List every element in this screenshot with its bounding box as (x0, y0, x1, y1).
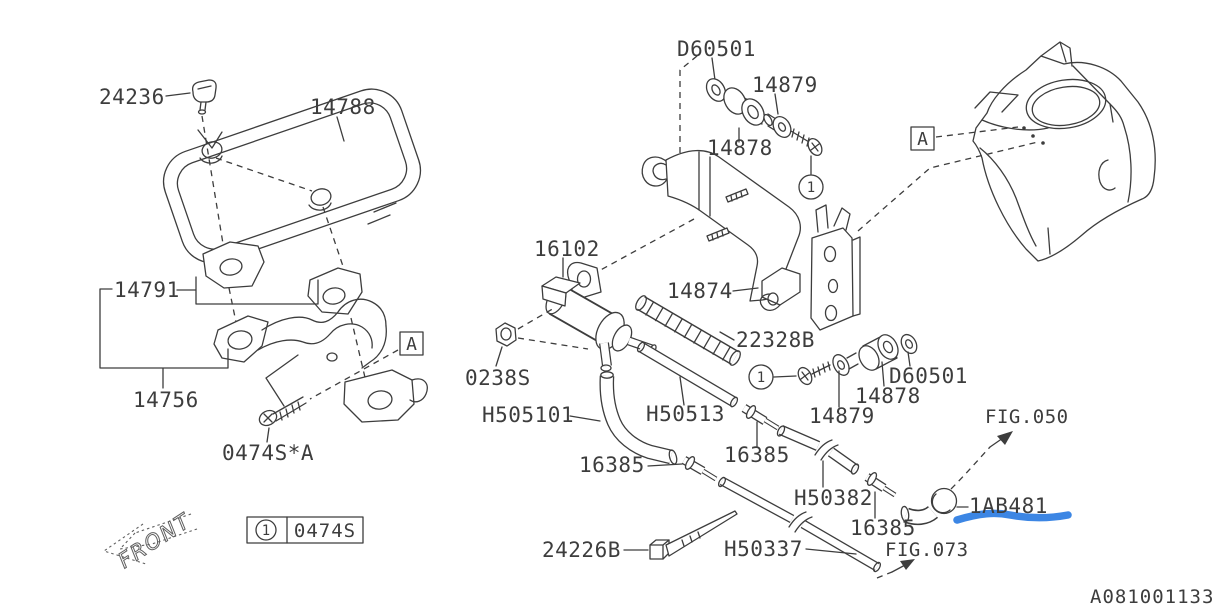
top-fastener-stack: 1 (679, 55, 824, 200)
part-label-0474sa[interactable]: 0474S*A (222, 441, 314, 465)
part-label-d60501-top[interactable]: D60501 (677, 37, 756, 61)
part-label-22328b[interactable]: 22328B (736, 328, 815, 352)
legend-part-number[interactable]: 0474S (294, 520, 356, 542)
part-label-14878-top[interactable]: 14878 (707, 136, 773, 160)
part-label-14874[interactable]: 14874 (667, 279, 733, 303)
cable-tie-drawing (649, 510, 738, 560)
part-label-h505101[interactable]: H505101 (482, 403, 574, 427)
section-marker-a-right-label: A (917, 129, 928, 150)
fig-ref-073[interactable]: FIG.073 (885, 539, 969, 561)
part-label-24226b[interactable]: 24226B (542, 538, 621, 562)
part-label-16385-right[interactable]: 16385 (850, 516, 916, 540)
part-label-16385-mid[interactable]: 16385 (724, 443, 790, 467)
middle-fastener-stack: 1 (748, 333, 918, 390)
fig-ref-050[interactable]: FIG.050 (985, 406, 1069, 428)
clip-drawing (191, 79, 217, 115)
pipe-h50337-drawing (717, 476, 882, 573)
part-label-1ab481-highlighted[interactable]: 1AB481 (969, 494, 1048, 518)
section-marker-a-right: A (910, 126, 935, 151)
section-marker-a-left-label: A (406, 334, 417, 355)
front-label: FRONT (114, 508, 196, 573)
nut-drawing (495, 306, 589, 367)
part-label-h50513[interactable]: H50513 (646, 402, 725, 426)
clamp-drawing (759, 267, 801, 312)
hose-chain-drawing (599, 341, 958, 526)
fig050-arrow (950, 431, 1013, 490)
part-label-14879-mid[interactable]: 14879 (809, 404, 875, 428)
part-label-14791[interactable]: 14791 (114, 278, 180, 302)
part-labels: 24236 14788 14791 14756 0474S*A D60501 1… (99, 37, 1214, 607)
leader-lines (165, 92, 969, 555)
body-panel-drawing (972, 41, 1156, 262)
corrugated-tube-drawing (635, 295, 741, 366)
engine-cover-drawing (162, 88, 422, 264)
front-direction-arrow: FRONT (102, 508, 198, 573)
part-label-14878-mid[interactable]: 14878 (855, 384, 921, 408)
part-label-0238s[interactable]: 0238S (465, 366, 531, 390)
leader-brackets-left (99, 276, 319, 389)
part-label-14756[interactable]: 14756 (133, 388, 199, 412)
part-label-16385-left[interactable]: 16385 (579, 453, 645, 477)
drawing-code: A081001133 (1090, 586, 1214, 607)
section-dashed-line-right (857, 141, 1039, 232)
part-label-16102[interactable]: 16102 (534, 237, 600, 261)
panel-rivet-dots (1022, 126, 1045, 145)
mount-bracket-drawing (641, 149, 861, 331)
screw-drawing-left (258, 396, 307, 443)
part-label-24236[interactable]: 24236 (99, 85, 165, 109)
part-label-h50337[interactable]: H50337 (724, 537, 803, 561)
part-label-14788[interactable]: 14788 (310, 95, 376, 119)
legend-box: 1 0474S (246, 516, 364, 544)
part-label-14879-top[interactable]: 14879 (752, 73, 818, 97)
bracket-lower-drawing (213, 298, 428, 423)
part-label-d60501-mid[interactable]: D60501 (889, 364, 968, 388)
part-label-h50382[interactable]: H50382 (794, 486, 873, 510)
fig073-arrow (876, 559, 915, 579)
valve-drawing (541, 261, 657, 372)
callout-1-top: 1 (807, 180, 815, 196)
section-dashed-line-a (935, 126, 1019, 138)
legend-index: 1 (262, 523, 270, 539)
callout-1-middle: 1 (757, 370, 765, 386)
highlight-stroke (953, 509, 1072, 524)
section-marker-a-left: A (399, 331, 424, 356)
